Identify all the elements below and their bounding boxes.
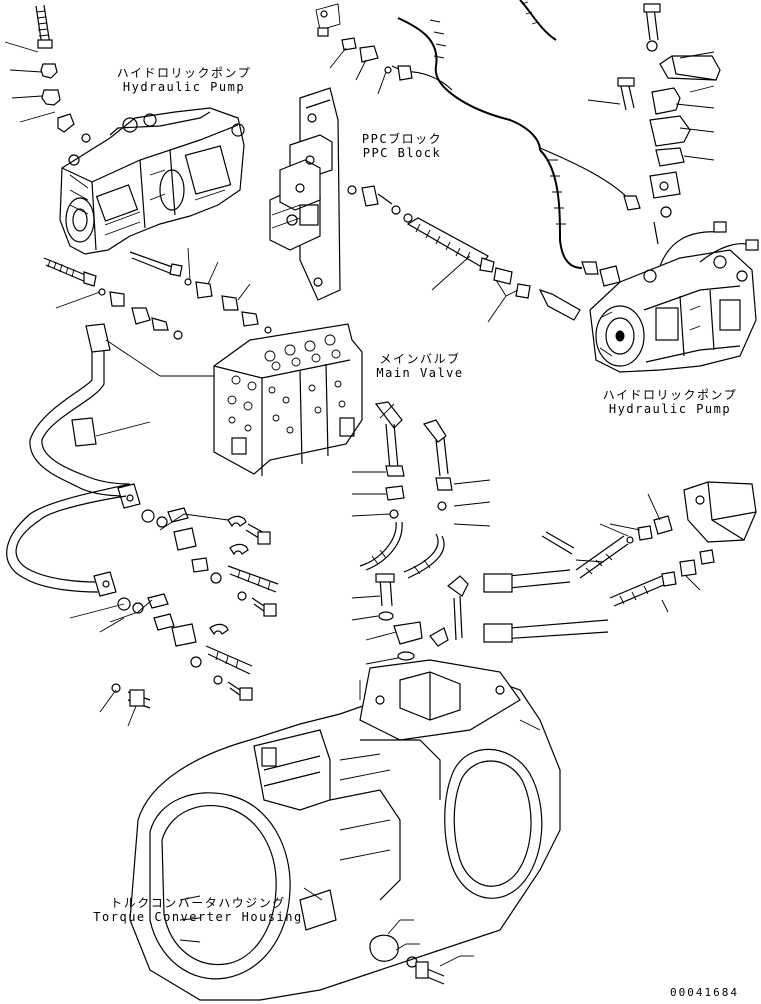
label-torque-converter-housing-en: Torque Converter Housing xyxy=(93,910,303,924)
wiring-harness xyxy=(391,0,641,287)
torque-converter-housing xyxy=(129,659,561,1001)
label-ppc-block: PPCブロック PPC Block xyxy=(354,132,450,160)
main-valve xyxy=(213,323,363,476)
label-hydraulic-pump-right: ハイドロリックポンプ Hydraulic Pump xyxy=(594,388,746,416)
hydraulic-pump-right xyxy=(589,221,759,373)
label-main-valve-jp: メインバルブ xyxy=(379,352,461,366)
label-ppc-block-jp: PPCブロック xyxy=(361,132,443,146)
label-hydraulic-pump-left-en: Hydraulic Pump xyxy=(122,80,246,94)
ppc-block xyxy=(269,87,341,301)
label-torque-converter-housing-jp: トルクコンバータハウジング xyxy=(110,896,286,910)
flange-sets-left xyxy=(69,507,279,727)
document-number: 00041684 xyxy=(670,986,739,999)
label-main-valve-en: Main Valve xyxy=(376,366,464,380)
pipes-left xyxy=(6,323,214,597)
housing-fittings-center xyxy=(351,573,423,665)
fittings-top-right xyxy=(587,3,721,245)
ppc-fittings xyxy=(315,3,581,323)
label-torque-converter-housing: トルクコンバータハウジング Torque Converter Housing xyxy=(86,896,310,924)
hoses-right xyxy=(429,481,757,647)
label-hydraulic-pump-left: ハイドロリックポンプ Hydraulic Pump xyxy=(108,66,260,94)
main-valve-fittings xyxy=(351,401,491,579)
label-ppc-block-en: PPC Block xyxy=(362,146,442,160)
label-leaders xyxy=(303,887,323,901)
hydraulic-pump-left xyxy=(59,107,245,255)
fittings-row-left xyxy=(43,247,272,340)
label-hydraulic-pump-left-jp: ハイドロリックポンプ xyxy=(116,66,252,80)
label-hydraulic-pump-right-jp: ハイドロリックポンプ xyxy=(602,388,738,402)
label-main-valve: メインバルブ Main Valve xyxy=(372,352,468,380)
fittings-top-left xyxy=(4,4,91,143)
label-hydraulic-pump-right-en: Hydraulic Pump xyxy=(608,402,732,416)
